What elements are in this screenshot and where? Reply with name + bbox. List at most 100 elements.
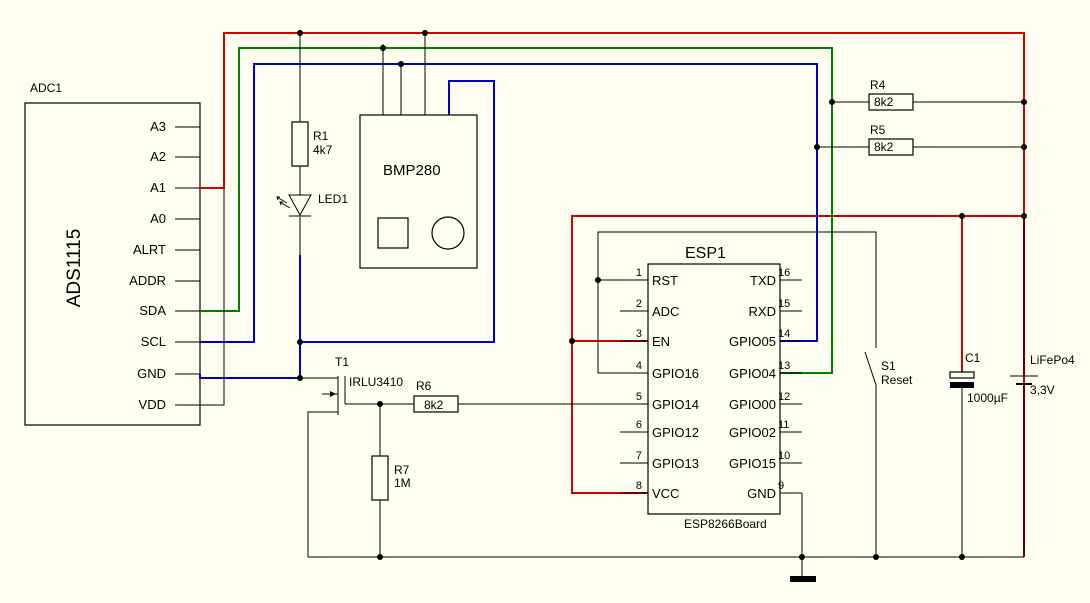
- esp-pin-label: GPIO15: [729, 456, 776, 471]
- s1-switch: S1 Reset: [864, 351, 913, 387]
- esp-body: [647, 263, 781, 515]
- esp-pin-label: GPIO14: [652, 397, 699, 412]
- r7-ref-label: R7: [394, 463, 410, 477]
- esp-pin-label: ADC: [652, 304, 679, 319]
- bmp-scl-wire: [300, 80, 495, 343]
- esp-pin-number: 10: [778, 450, 790, 462]
- t1-part-label: IRLU3410: [349, 375, 403, 389]
- junction-dot: [297, 339, 303, 345]
- battery-name-label: LiFePo4: [1030, 353, 1075, 367]
- r4-ref-label: R4: [870, 78, 886, 92]
- esp-pin-label: RXD: [749, 304, 776, 319]
- ground-bus-wire: [307, 411, 1024, 558]
- esp-pin-number: 9: [778, 480, 784, 492]
- t1-mosfet: T1 IRLU3410: [322, 355, 403, 415]
- r4-resistor: R4 8k2: [868, 78, 914, 111]
- s1-ref-label: S1: [881, 359, 896, 373]
- c1-minus-plate: [950, 382, 974, 388]
- bmp-square-marker: [377, 217, 409, 249]
- junction-dot: [595, 277, 601, 283]
- esp-pin-label: GPIO02: [729, 425, 776, 440]
- esp-pin-label: GPIO05: [729, 334, 776, 349]
- r1-body: [291, 121, 309, 167]
- c1-value-label: 1000µF: [967, 391, 1008, 405]
- r6-body: [413, 395, 459, 413]
- r5-ref-label: R5: [870, 123, 886, 137]
- esp-pin-number: 12: [778, 391, 790, 403]
- esp-pin-number: 16: [778, 267, 790, 279]
- r6-resistor: R6 8k2: [413, 379, 459, 413]
- junction-dot: [959, 554, 965, 560]
- adc-name-label: ADS1115: [64, 229, 85, 308]
- led-ref-label: LED1: [318, 192, 348, 206]
- bmp280-module: BMP280: [359, 114, 478, 269]
- adc-pin-label: ADDR: [129, 273, 166, 288]
- junction-dot: [380, 45, 386, 51]
- gnd-switched-wire: [199, 255, 301, 379]
- esp-pin-number: 15: [778, 298, 790, 310]
- junction-dot: [959, 213, 965, 219]
- c1-plus-plate: [949, 371, 975, 379]
- esp-vcc-wire: [571, 215, 1024, 494]
- adc-pin-label: A0: [150, 211, 166, 226]
- adc-pin-label: SDA: [139, 303, 166, 318]
- adc-pin-label: A2: [150, 149, 166, 164]
- scl-net: [199, 63, 818, 379]
- adc-body: [24, 102, 201, 426]
- junction-dot: [829, 99, 835, 105]
- junction-dot: [799, 554, 805, 560]
- junction-dot: [422, 30, 428, 36]
- led-arrow-icon: [276, 196, 288, 204]
- junction-dot: [377, 554, 383, 560]
- esp-board-label: ESP8266Board: [684, 517, 767, 531]
- esp-pin-number: 13: [778, 360, 790, 372]
- r5-body: [868, 138, 914, 156]
- r1-ref-label: R1: [313, 129, 329, 143]
- vcc-net: [200, 32, 1025, 557]
- esp-pin-label: GPIO00: [729, 397, 776, 412]
- bmp-name-label: BMP280: [383, 162, 441, 179]
- led-arrow-icon: [279, 201, 291, 209]
- adc-pin-label: A1: [150, 180, 166, 195]
- black-wires: [200, 33, 1024, 577]
- esp-pin-number: 7: [636, 450, 642, 462]
- esp-pin-label: GPIO12: [652, 425, 699, 440]
- esp-pin-number: 2: [636, 298, 642, 310]
- esp-pin-label: GPIO16: [652, 366, 699, 381]
- junction-dot: [377, 401, 383, 407]
- esp-pin-label: TXD: [750, 273, 776, 288]
- esp-pin-number: 6: [636, 419, 642, 431]
- esp-pin-number: 3: [636, 328, 642, 340]
- r7-body: [371, 455, 389, 501]
- s1-label: Reset: [881, 373, 913, 387]
- t1-arrow-icon: [330, 391, 336, 397]
- junction-dot: [873, 554, 879, 560]
- esp-pin-label: GPIO13: [652, 456, 699, 471]
- junction-dot: [1021, 144, 1027, 150]
- battery-voltage-label: 3,3V: [1030, 383, 1055, 397]
- r6-value-label: 8k2: [424, 398, 444, 412]
- junction-dot: [398, 61, 404, 67]
- esp-ref-label: ESP1: [685, 245, 726, 262]
- sda-wire: [200, 47, 833, 374]
- r5-value-label: 8k2: [874, 140, 894, 154]
- esp-pin-label: GND: [747, 486, 776, 501]
- c1-ref-label: C1: [965, 351, 981, 365]
- s1-lever: [864, 351, 877, 386]
- r5-resistor: R5 8k2: [868, 123, 914, 156]
- junction-dot: [297, 375, 303, 381]
- esp-pin-label: VCC: [652, 486, 679, 501]
- junction-dot: [569, 338, 575, 344]
- r6-ref-label: R6: [416, 379, 432, 393]
- led1: LED1: [276, 192, 348, 217]
- junctions: [297, 30, 1027, 560]
- esp-pin-number: 8: [636, 480, 642, 492]
- adc-module: ADC1 ADS1115 A3A2A1A0ALRTADDRSDASCLGNDVD…: [24, 81, 201, 426]
- junction-dot: [1021, 99, 1027, 105]
- esp-pin-number: 5: [636, 391, 642, 403]
- esp-pin-label: GPIO04: [729, 366, 776, 381]
- adc-pin-label: A3: [150, 119, 166, 134]
- esp-pin-number: 4: [636, 360, 642, 372]
